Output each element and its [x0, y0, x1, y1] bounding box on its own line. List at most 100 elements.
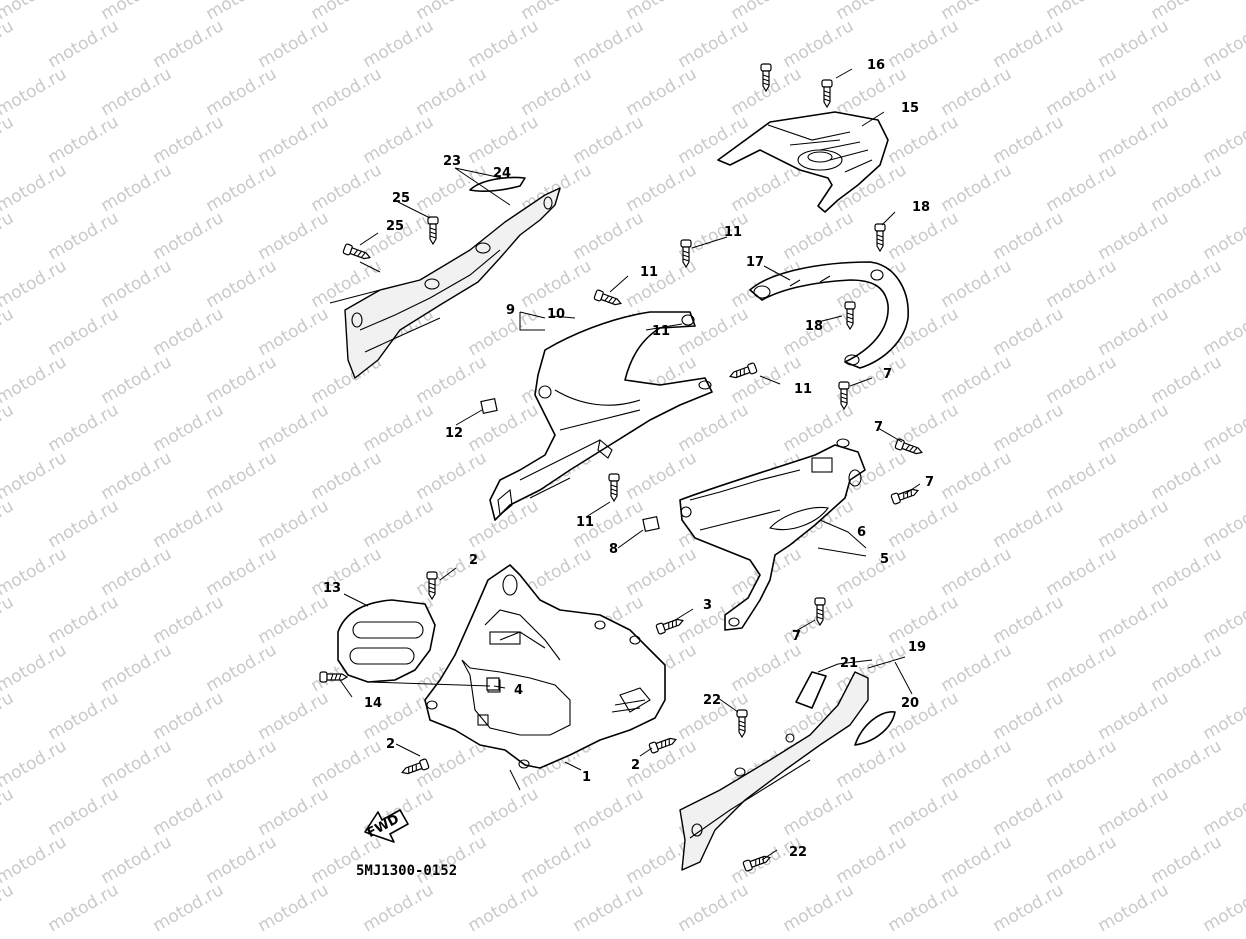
watermark-text: motod.ru	[1095, 208, 1173, 264]
watermark-text: motod.ru	[938, 448, 1016, 504]
watermark-text: motod.ru	[150, 16, 228, 72]
watermark-text: motod.ru	[1148, 736, 1226, 792]
watermark-text: motod.ru	[675, 16, 753, 72]
watermark-text: motod.ru	[0, 160, 70, 216]
watermark-text: motod.ru	[255, 688, 333, 744]
watermark-text: motod.ru	[1095, 784, 1173, 840]
watermark-text: motod.ru	[1148, 544, 1226, 600]
callout-15: 15	[901, 101, 919, 116]
callout-8: 8	[609, 542, 618, 557]
watermark-text: motod.ru	[1043, 544, 1121, 600]
leader-line	[640, 748, 652, 756]
watermark-text: motod.ru	[938, 832, 1016, 888]
watermark-text: motod.ru	[98, 64, 176, 120]
callout-4: 4	[514, 683, 523, 698]
leader-line	[510, 770, 520, 790]
watermark-text: motod.ru	[1148, 832, 1226, 888]
watermark-text: motod.ru	[308, 64, 386, 120]
watermark-text: motod.ru	[98, 256, 176, 312]
watermark-text: motod.ru	[203, 736, 281, 792]
watermark-text: motod.ru	[255, 208, 333, 264]
watermark-text: motod.ru	[780, 16, 858, 72]
watermark-text: motod.ru	[45, 112, 123, 168]
watermark-text: motod.ru	[623, 544, 701, 600]
leader-line	[882, 212, 895, 225]
watermark-text: motod.ru	[1043, 640, 1121, 696]
watermark-text: motod.ru	[413, 448, 491, 504]
watermark-text: motod.ru	[1095, 880, 1173, 935]
watermark-text: motod.ru	[413, 832, 491, 888]
watermark-text: motod.ru	[45, 880, 123, 935]
watermark-text: motod.ru	[885, 112, 963, 168]
watermark-text: motod.ru	[0, 496, 17, 552]
watermark-text: motod.ru	[255, 592, 333, 648]
watermark-text: motod.ru	[990, 592, 1068, 648]
callout-25: 25	[392, 191, 410, 206]
callout-11: 11	[640, 265, 658, 280]
watermark-text: motod.ru	[1200, 304, 1246, 360]
callout-7: 7	[883, 367, 892, 382]
watermark-text: motod.ru	[1095, 16, 1173, 72]
watermark-text: motod.ru	[938, 544, 1016, 600]
callout-24: 24	[493, 166, 511, 181]
watermark-text: motod.ru	[1148, 160, 1226, 216]
clip-8	[643, 517, 659, 532]
watermark-text: motod.ru	[1200, 400, 1246, 456]
callout-20: 20	[901, 696, 919, 711]
leader-line	[456, 410, 482, 425]
watermark-text: motod.ru	[308, 160, 386, 216]
watermark-text: motod.ru	[1095, 112, 1173, 168]
watermark-text: motod.ru	[98, 832, 176, 888]
leader-line	[618, 530, 643, 548]
watermark-text: motod.ru	[990, 688, 1068, 744]
watermark-text: motod.ru	[990, 112, 1068, 168]
watermark-text: motod.ru	[150, 592, 228, 648]
watermark-text: motod.ru	[0, 448, 70, 504]
watermark-text: motod.ru	[203, 160, 281, 216]
watermark-text: motod.ru	[308, 832, 386, 888]
watermark-text: motod.ru	[465, 784, 543, 840]
callout-16: 16	[867, 58, 885, 73]
watermark-text: motod.ru	[780, 784, 858, 840]
watermark-text: motod.ru	[1200, 208, 1246, 264]
watermark-text: motod.ru	[1095, 400, 1173, 456]
part-13-vent-cover	[338, 600, 435, 682]
watermark-text: motod.ru	[938, 160, 1016, 216]
screw	[428, 217, 438, 244]
callout-14: 14	[364, 696, 382, 711]
watermark-text: motod.ru	[360, 112, 438, 168]
callout-9: 9	[506, 303, 515, 318]
watermark-text: motod.ru	[885, 208, 963, 264]
watermark-text: motod.ru	[885, 16, 963, 72]
watermark-text: motod.ru	[0, 544, 70, 600]
watermark-text: motod.ru	[938, 64, 1016, 120]
watermark-text: motod.ru	[728, 640, 806, 696]
callout-13: 13	[323, 581, 341, 596]
watermark-text: motod.ru	[45, 400, 123, 456]
callout-11: 11	[794, 382, 812, 397]
watermark-text: motod.ru	[938, 736, 1016, 792]
callout-6: 6	[857, 525, 866, 540]
watermark-text: motod.ru	[255, 784, 333, 840]
callout-7: 7	[792, 629, 801, 644]
watermark-text: motod.ru	[780, 880, 858, 935]
watermark-text: motod.ru	[0, 592, 17, 648]
watermark-text: motod.ru	[570, 16, 648, 72]
watermark-text: motod.ru	[0, 64, 70, 120]
watermark-text: motod.ru	[0, 112, 17, 168]
callout-19: 19	[908, 640, 926, 655]
watermark-text: motod.ru	[623, 64, 701, 120]
watermark-text: motod.ru	[1200, 496, 1246, 552]
watermark-text: motod.ru	[1148, 448, 1226, 504]
callout-11: 11	[724, 225, 742, 240]
watermark-text: motod.ru	[570, 880, 648, 935]
screw	[822, 80, 832, 107]
watermark-text: motod.ru	[360, 880, 438, 935]
watermark-text: motod.ru	[203, 640, 281, 696]
callout-22: 22	[789, 845, 807, 860]
watermark-text: motod.ru	[465, 400, 543, 456]
callout-1: 1	[582, 770, 591, 785]
watermark-text: motod.ru	[0, 688, 17, 744]
watermark-text: motod.ru	[308, 736, 386, 792]
